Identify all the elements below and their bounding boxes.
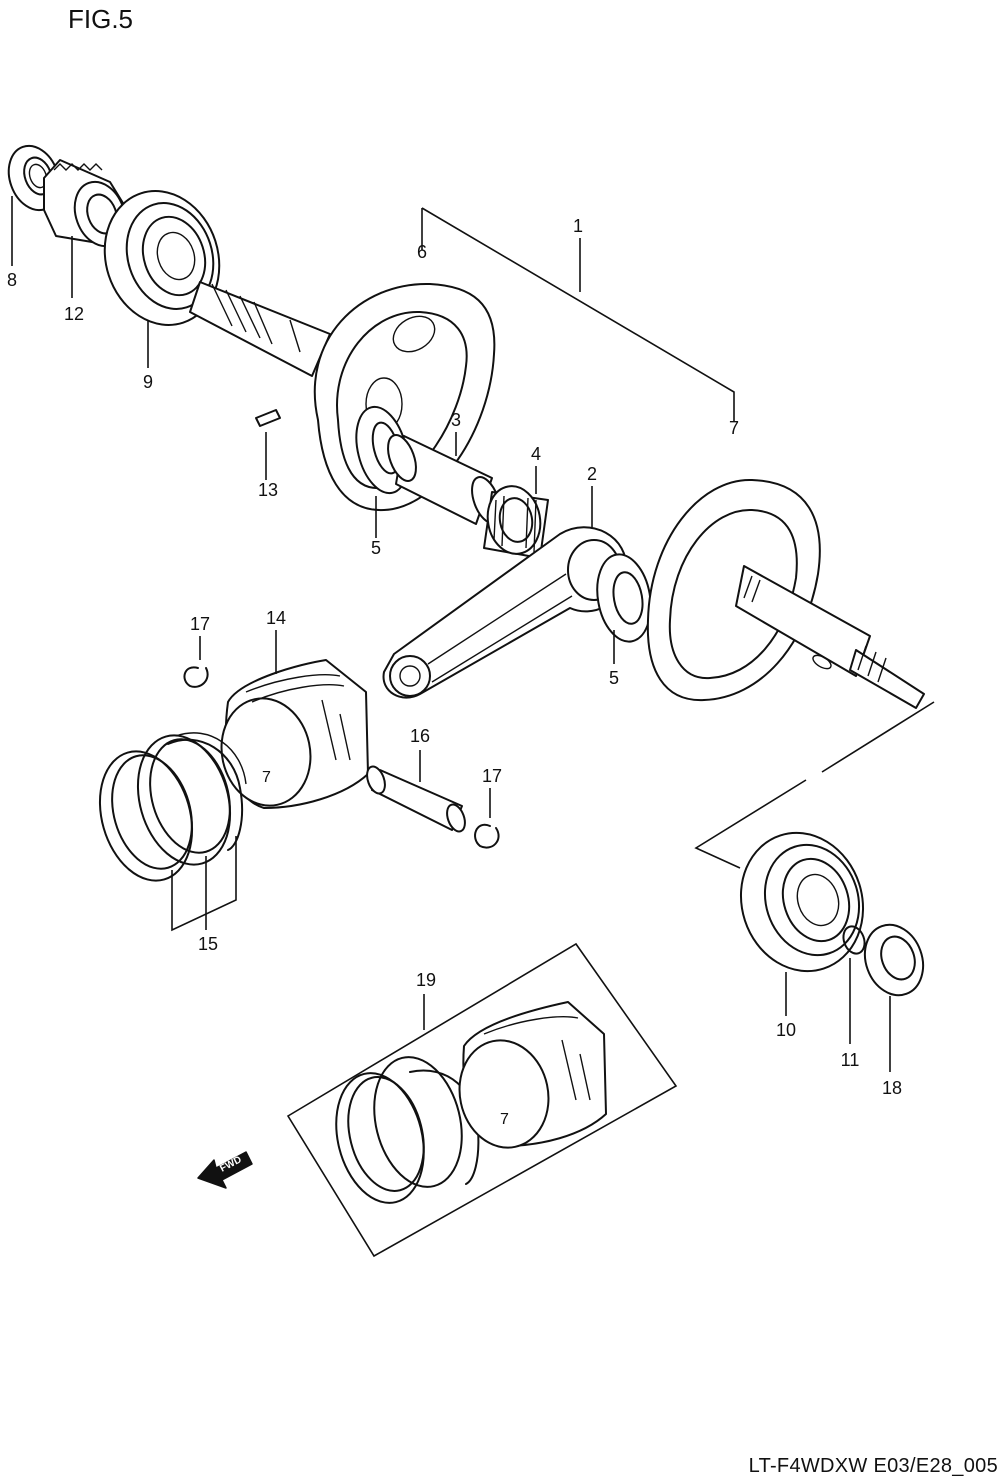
part-9-bearing bbox=[103, 190, 221, 368]
forward-arrow-icon: FWD bbox=[197, 1151, 253, 1189]
callout-1: 1 bbox=[573, 216, 583, 236]
callout-7: 7 bbox=[729, 418, 739, 438]
callout-17-lower: 17 bbox=[482, 766, 502, 786]
part-11-o-ring bbox=[842, 925, 866, 1044]
callout-16: 16 bbox=[410, 726, 430, 746]
callout-11: 11 bbox=[841, 1050, 860, 1070]
figure-title: FIG.5 bbox=[68, 4, 134, 34]
svg-text:7: 7 bbox=[500, 1111, 509, 1128]
part-5-washer-right bbox=[596, 553, 652, 664]
part-10-bearing bbox=[739, 831, 865, 1016]
callout-6: 6 bbox=[417, 242, 427, 262]
figure-code: LT-F4WDXW E03/E28_005 bbox=[748, 1455, 998, 1477]
part-19-piston-set: 7 bbox=[286, 942, 678, 1258]
left-crank-shaft bbox=[189, 281, 331, 377]
part-17-circlip-lower bbox=[474, 788, 500, 849]
callout-15: 15 bbox=[198, 934, 218, 954]
callout-8: 8 bbox=[7, 270, 17, 290]
part-13-pin bbox=[255, 409, 281, 480]
callout-3: 3 bbox=[451, 410, 461, 430]
part-18-oil-seal bbox=[863, 923, 925, 1072]
callout-12: 12 bbox=[64, 304, 84, 324]
callout-10: 10 bbox=[776, 1020, 796, 1040]
callout-5-left: 5 bbox=[371, 538, 381, 558]
callout-17-upper: 17 bbox=[190, 614, 210, 634]
part-14-piston: 7 bbox=[220, 630, 369, 809]
part-7-crank-web-right bbox=[646, 478, 925, 709]
svg-text:7: 7 bbox=[262, 769, 271, 786]
callout-5-right: 5 bbox=[609, 668, 619, 688]
callout-4: 4 bbox=[531, 444, 541, 464]
callout-19: 19 bbox=[416, 970, 436, 990]
assembly-bracket-1 bbox=[421, 207, 935, 869]
part-17-circlip-upper bbox=[183, 636, 209, 688]
callout-9: 9 bbox=[143, 372, 153, 392]
part-12-crank-gear bbox=[43, 159, 127, 298]
callout-14: 14 bbox=[266, 608, 286, 628]
part-16-piston-pin bbox=[366, 750, 466, 833]
callout-18: 18 bbox=[882, 1078, 902, 1098]
callout-13: 13 bbox=[258, 480, 278, 500]
callout-2: 2 bbox=[587, 464, 597, 484]
part-15-piston-rings bbox=[98, 732, 247, 932]
